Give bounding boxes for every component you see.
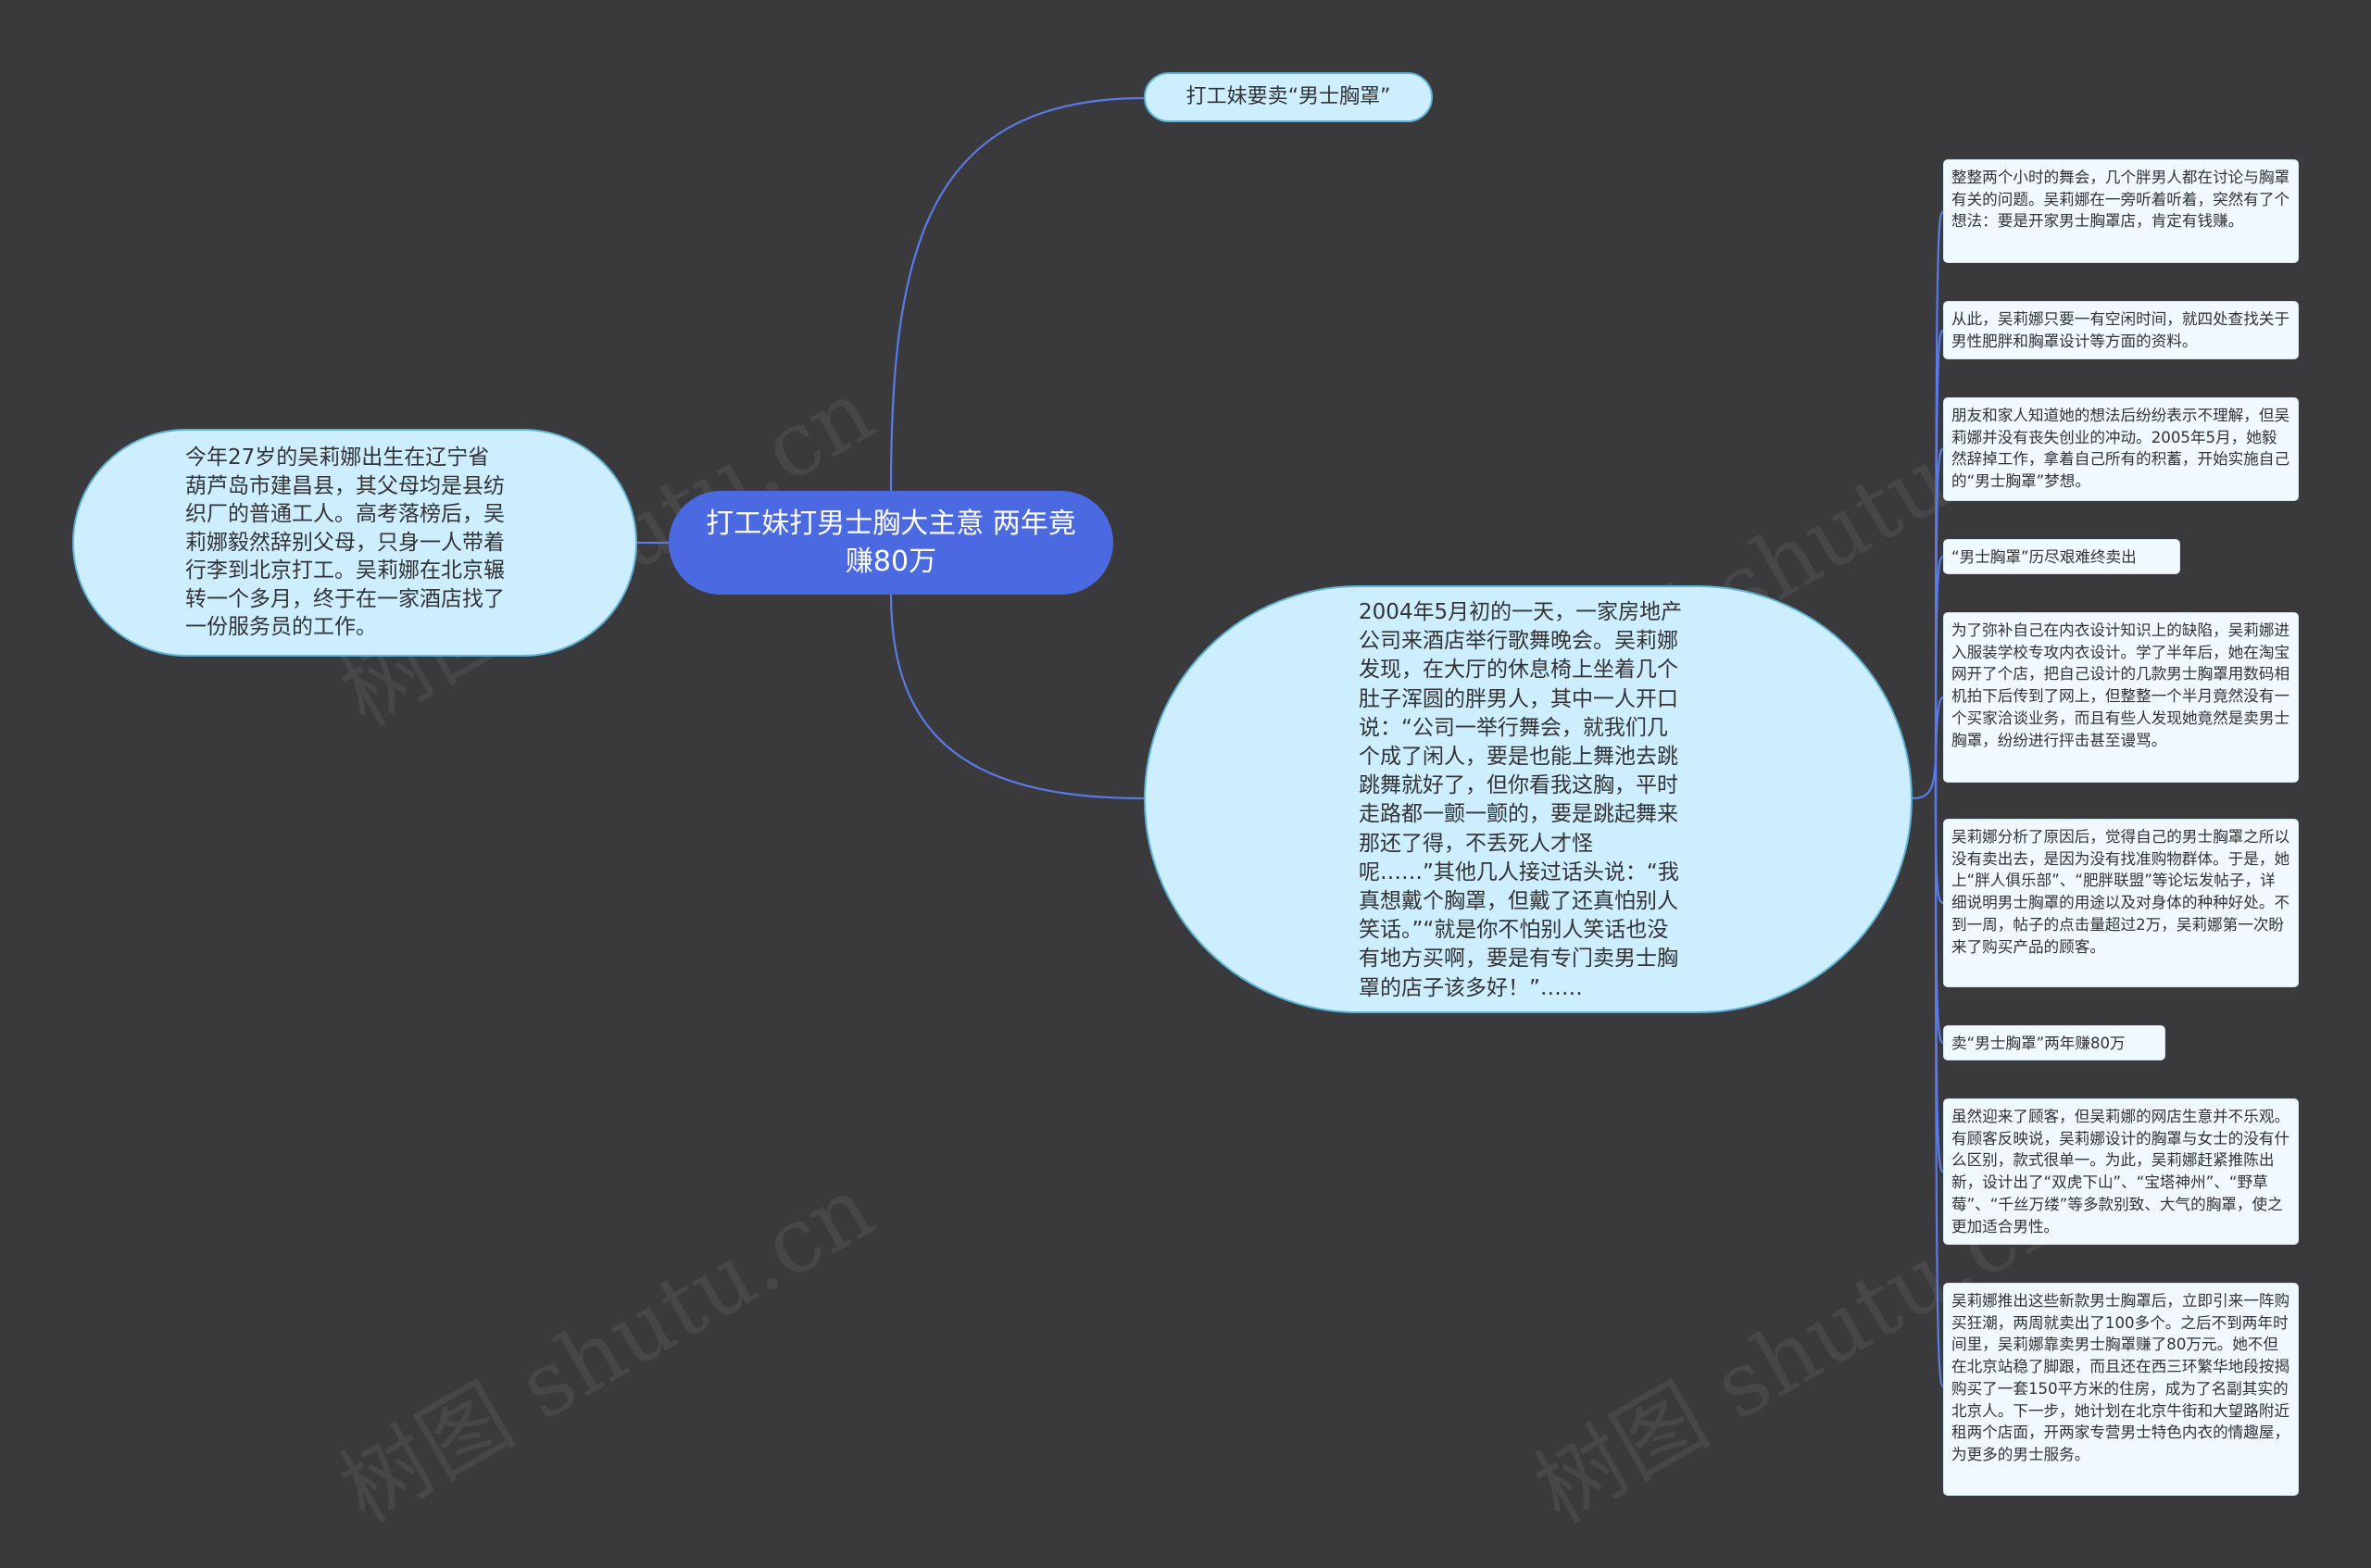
link-leaf-5	[1934, 696, 1944, 799]
link-center-trunk	[1912, 759, 1938, 800]
branch-center-text: 2004年5月初的一天，一家房地产公司来酒店举行歌舞晚会。吴莉娜发现，在大厅的休…	[1359, 600, 1683, 1000]
leaf-node[interactable]: “男士胸罩”历尽艰难终卖出	[1943, 539, 2180, 574]
branch-top-label: 打工妹要卖“男士胸罩”	[1186, 85, 1391, 108]
root-topic[interactable]: 打工妹打男士胸大主意 两年竟赚80万	[669, 491, 1113, 595]
leaf-text: 吴莉娜分析了原因后，觉得自己的男士胸罩之所以没有卖出去，是因为没有找准购物群体。…	[1951, 828, 2290, 956]
link-leaf-4	[1934, 555, 1944, 799]
leaf-node[interactable]: 为了弥补自己在内衣设计知识上的缺陷，吴莉娜进入服装学校专攻内衣设计。学了半年后，…	[1943, 612, 2299, 783]
leaf-text: 从此，吴莉娜只要一有空闲时间，就四处查找关于男性肥胖和胸罩设计等方面的资料。	[1951, 310, 2290, 350]
leaf-node[interactable]: 朋友和家人知道她的想法后纷纷表示不理解，但吴莉娜并没有丧失创业的冲动。2005年…	[1943, 397, 2299, 501]
branch-center[interactable]: 2004年5月初的一天，一家房地产公司来酒店举行歌舞晚会。吴莉娜发现，在大厅的休…	[1144, 585, 1913, 1013]
link-root-top	[889, 96, 1145, 492]
root-topic-label: 打工妹打男士胸大主意 两年竟赚80万	[706, 508, 1076, 578]
branch-left[interactable]: 今年27岁的吴莉娜出生在辽宁省葫芦岛市建昌县，其父母均是县纺织厂的普通工人。高考…	[72, 429, 637, 657]
link-root-center	[889, 594, 1145, 800]
leaf-node[interactable]: 从此，吴莉娜只要一有空闲时间，就四处查找关于男性肥胖和胸罩设计等方面的资料。	[1943, 301, 2299, 359]
branch-left-text: 今年27岁的吴莉娜出生在辽宁省葫芦岛市建昌县，其父母均是县纺织厂的普通工人。高考…	[185, 445, 505, 639]
leaf-text: 朋友和家人知道她的想法后纷纷表示不理解，但吴莉娜并没有丧失创业的冲动。2005年…	[1951, 407, 2290, 491]
leaf-text: 为了弥补自己在内衣设计知识上的缺陷，吴莉娜进入服装学校专攻内衣设计。学了半年后，…	[1951, 621, 2290, 749]
leaf-node[interactable]: 吴莉娜分析了原因后，觉得自己的男士胸罩之所以没有卖出去，是因为没有找准购物群体。…	[1943, 819, 2299, 987]
leaf-text: “男士胸罩”历尽艰难终卖出	[1951, 548, 2137, 566]
leaf-node[interactable]: 卖“男士胸罩”两年赚80万	[1943, 1025, 2165, 1060]
leaf-text: 虽然迎来了顾客，但吴莉娜的网店生意并不乐观。有顾客反映说，吴莉娜设计的胸罩与女士…	[1951, 1108, 2290, 1236]
leaf-node[interactable]: 虽然迎来了顾客，但吴莉娜的网店生意并不乐观。有顾客反映说，吴莉娜设计的胸罩与女士…	[1943, 1098, 2299, 1245]
leaf-node[interactable]: 吴莉娜推出这些新款男士胸罩后，立即引来一阵购买狂潮，两周就卖出了100多个。之后…	[1943, 1283, 2299, 1496]
leaf-node[interactable]: 整整两个小时的舞会，几个胖男人都在讨论与胸罩有关的问题。吴莉娜在一旁听着听着，突…	[1943, 159, 2299, 263]
leaf-text: 整整两个小时的舞会，几个胖男人都在讨论与胸罩有关的问题。吴莉娜在一旁听着听着，突…	[1951, 169, 2290, 231]
leaf-text: 吴莉娜推出这些新款男士胸罩后，立即引来一阵购买狂潮，两周就卖出了100多个。之后…	[1951, 1292, 2290, 1463]
branch-top[interactable]: 打工妹要卖“男士胸罩”	[1144, 72, 1433, 122]
link-leaf-9	[1934, 797, 1944, 1388]
leaf-text: 卖“男士胸罩”两年赚80万	[1951, 1035, 2126, 1052]
